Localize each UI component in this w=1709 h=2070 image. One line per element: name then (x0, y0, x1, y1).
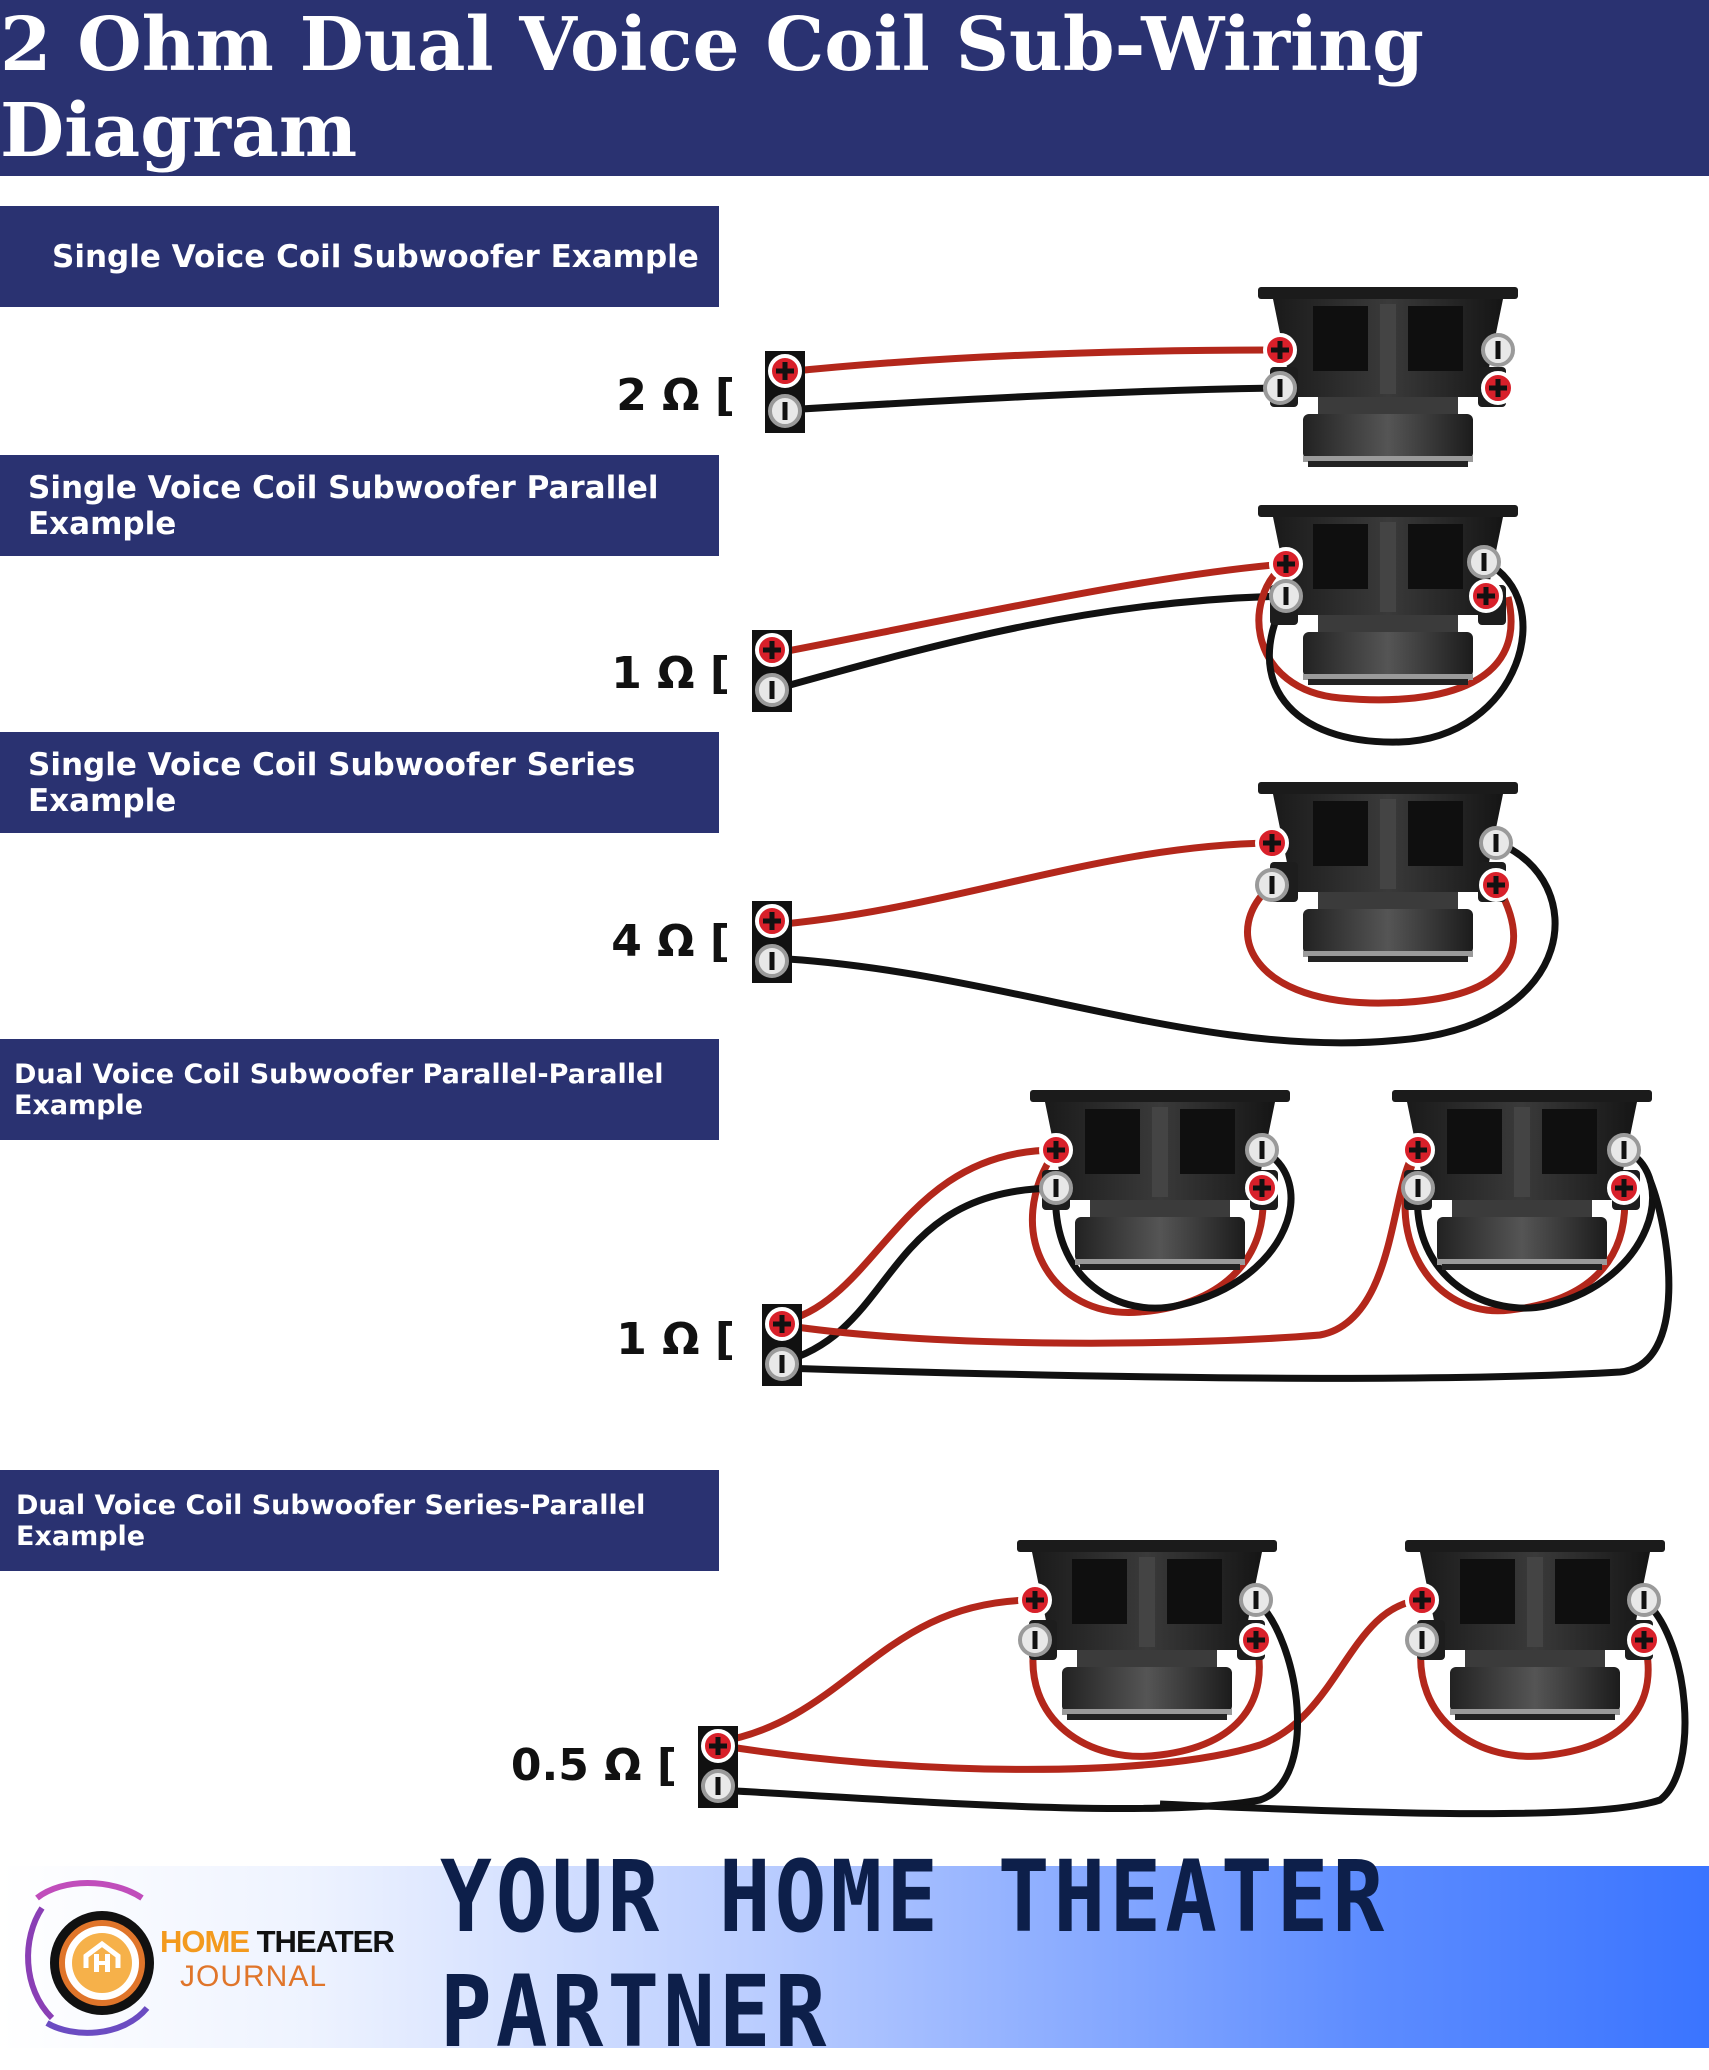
subwoofer (1258, 782, 1518, 962)
section-banner-svc-parallel: Single Voice Coil Subwoofer Parallel Exa… (0, 455, 719, 556)
terminal-positive (1039, 1133, 1073, 1167)
brand-name: HOME THEATER (160, 1924, 395, 1959)
terminal-negative (1401, 1171, 1435, 1205)
terminal-positive (1239, 1623, 1273, 1657)
terminal-positive (1479, 868, 1513, 902)
impedance-label-dvc-sp: 0.5 Ω [ (510, 1740, 677, 1791)
amplifier-terminal (752, 901, 792, 983)
section-banner-svc-series: Single Voice Coil Subwoofer Series Examp… (0, 732, 719, 833)
section-banner-dvc-parallel-parallel: Dual Voice Coil Subwoofer Parallel-Paral… (0, 1039, 719, 1140)
title-bar (0, 0, 1709, 176)
terminal-negative (1018, 1623, 1052, 1657)
amplifier-terminal (752, 630, 792, 712)
impedance-label-svc-series: 4 Ω [ (611, 916, 730, 967)
terminal-negative (1405, 1623, 1439, 1657)
tagline: YOUR HOME THEATER PARTNER (440, 1840, 1389, 2070)
home-theater-journal-logo (25, 1880, 154, 2036)
terminal-negative (1479, 826, 1513, 860)
subwoofer-left (1017, 1540, 1277, 1720)
wire-negative (784, 384, 1279, 414)
terminal-negative (1627, 1583, 1661, 1617)
impedance-label-svc: 2 Ω [ (616, 370, 735, 421)
section-banner-svc: Single Voice Coil Subwoofer Example (0, 206, 719, 307)
terminal-negative (1481, 333, 1515, 367)
wiring-diagram (0, 287, 1689, 1818)
terminal-negative (1467, 545, 1501, 579)
terminal-negative (1239, 1583, 1273, 1617)
impedance-label-svc-parallel: 1 Ω [ (611, 648, 730, 699)
page-title: 2 Ohm Dual Voice Coil Sub-Wiring Diagram (0, 2, 1424, 174)
terminal-positive (1401, 1133, 1435, 1167)
terminal-positive (1018, 1583, 1052, 1617)
terminal-negative (1039, 1171, 1073, 1205)
diagram-svc (765, 287, 1518, 467)
amplifier-terminal (762, 1304, 802, 1386)
amplifier-terminal (765, 351, 805, 433)
terminal-positive (1469, 579, 1503, 613)
subwoofer-right (1405, 1540, 1665, 1720)
terminal-negative (1269, 579, 1303, 613)
terminal-positive (1269, 547, 1303, 581)
amplifier-terminal (698, 1726, 738, 1808)
terminal-positive (1481, 371, 1515, 405)
terminal-positive (1263, 333, 1297, 367)
terminal-positive (1405, 1583, 1439, 1617)
terminal-positive (1627, 1623, 1661, 1657)
terminal-negative (1245, 1133, 1279, 1167)
terminal-negative (1607, 1133, 1641, 1167)
diagram-dvc-series-parallel (698, 1540, 1689, 1818)
brand-journal: JOURNAL (180, 1960, 328, 1993)
diagram-dvc-parallel-parallel (762, 1090, 1673, 1386)
diagram-svc-parallel (752, 505, 1527, 746)
footer-banner (0, 1866, 1709, 2048)
terminal-negative (1255, 868, 1289, 902)
wire-positive (784, 346, 1279, 376)
subwoofer (1258, 287, 1518, 467)
section-banner-dvc-series-parallel: Dual Voice Coil Subwoofer Series-Paralle… (0, 1470, 719, 1571)
terminal-negative (1263, 371, 1297, 405)
diagram-svc-series (752, 782, 1559, 1047)
terminal-positive (1607, 1171, 1641, 1205)
impedance-label-dvc-pp: 1 Ω [ (616, 1314, 735, 1365)
terminal-positive (1245, 1171, 1279, 1205)
terminal-positive (1255, 826, 1289, 860)
